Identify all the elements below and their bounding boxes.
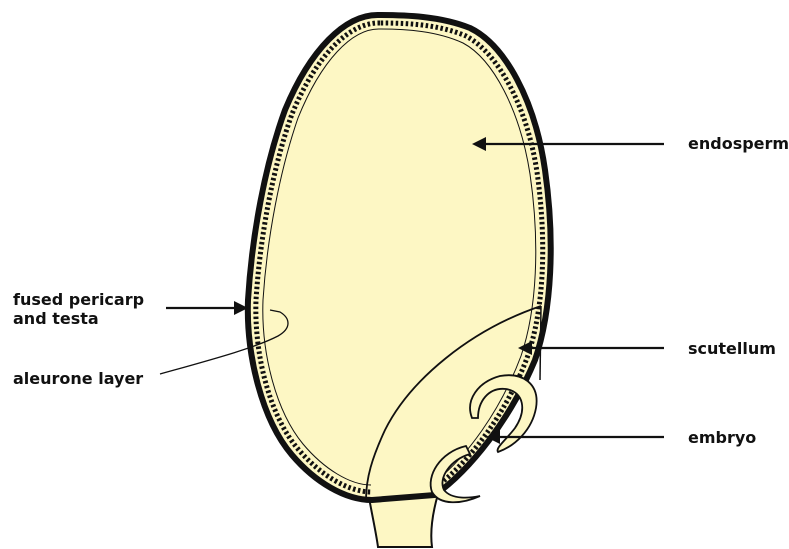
pericarp-testa-label: fused pericarp and testa bbox=[13, 290, 144, 328]
scutellum-label: scutellum bbox=[688, 339, 776, 358]
pericarp-label-line2: and testa bbox=[13, 309, 144, 328]
aleurone-layer-label: aleurone layer bbox=[13, 369, 143, 388]
pericarp-pointer bbox=[166, 301, 248, 315]
pericarp-label-line1: fused pericarp bbox=[13, 290, 144, 309]
seed-coat-outline bbox=[248, 15, 551, 500]
endosperm-label: endosperm bbox=[688, 134, 789, 153]
embryo-label: embryo bbox=[688, 428, 756, 447]
scutellum-edge bbox=[540, 306, 541, 380]
